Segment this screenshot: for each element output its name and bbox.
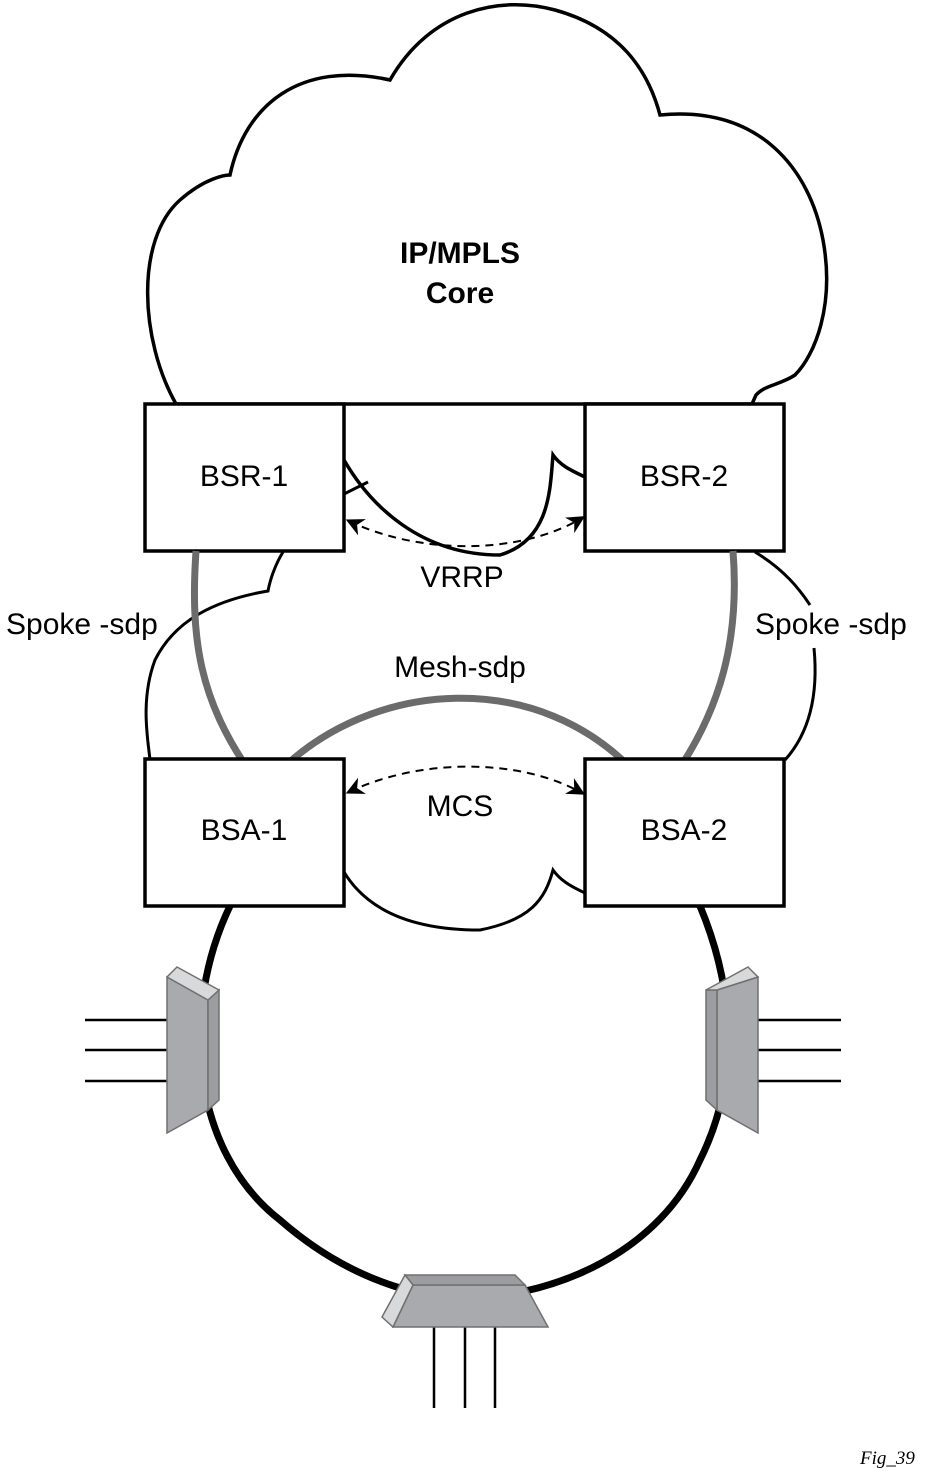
core-title-line1: IP/MPLS [400,237,520,270]
node-bsr-1-label: BSR-1 [200,460,288,493]
node-bsa-2-label: BSA-2 [641,814,728,847]
spoke-sdp-right-label: Spoke -sdp [755,608,907,641]
left-access-device[interactable] [85,966,221,1135]
access-cloud [144,551,285,761]
node-bsr-2[interactable]: BSR-2 [583,402,786,553]
node-bsa-2[interactable]: BSA-2 [583,757,786,908]
cloud-scallop-bsr [342,450,586,557]
spoke-sdp-left-label: Spoke -sdp [6,608,158,641]
mcs-label: MCS [427,790,494,823]
access-cloud-right-lower [783,647,817,762]
access-ring [196,904,732,1302]
cloud-scallop-bsa [342,866,586,932]
node-bsa-1[interactable]: BSA-1 [143,757,346,908]
mesh-sdp-label: Mesh-sdp [394,651,526,684]
node-bsr-2-label: BSR-2 [640,460,728,493]
right-access-device[interactable] [705,966,841,1135]
cloud-edge-bsr1 [343,480,369,496]
core-cloud [145,3,829,406]
node-bsa-1-label: BSA-1 [201,814,288,847]
core-title-line2: Core [426,277,494,310]
spoke-sdp-left-link [190,550,253,774]
vrrp-link [345,516,586,548]
vrrp-label: VRRP [420,561,503,594]
mcs-link [345,765,586,795]
spoke-sdp-right-link [672,550,738,777]
mesh-sdp-link [275,694,643,781]
bottom-access-device[interactable] [381,1273,550,1408]
node-bsr-1[interactable]: BSR-1 [143,402,346,553]
access-cloud-right [754,550,812,606]
figure-caption: Fig_39 [859,1448,915,1469]
